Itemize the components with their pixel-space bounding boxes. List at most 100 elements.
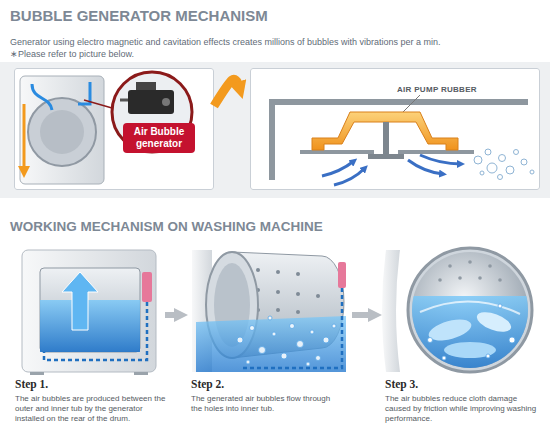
tub-hole-part [296,310,300,314]
step-heading: Step 1. [15,378,163,390]
tub-hole-part [296,292,300,296]
generator-pipe [120,99,128,102]
bubble-part [290,324,295,329]
bubble-part [498,175,503,180]
bubble [474,149,534,180]
washer-foot [30,372,44,375]
generator-port [162,98,170,106]
air-flow-arrow [322,161,354,176]
leader-line [84,100,112,108]
tub-hole-part [256,268,260,272]
pump-schematic [272,95,534,185]
bubble [237,316,336,366]
bubble-part [485,149,491,155]
tub-hole-part [276,270,280,274]
air-flow-arrow [420,155,461,164]
bubble-part [281,353,287,359]
background-band [0,62,550,198]
air-pipe [44,302,147,360]
flow-arrow-head [18,166,30,178]
water [404,296,536,380]
bubble-part [332,324,336,328]
tub-hole-part [458,276,462,280]
step-description: The air bubbles are produced between the… [15,394,167,424]
part-label: Air Bubble generator [123,123,195,153]
bubble-part [480,171,484,175]
section-heading: WORKING MECHANISM ON WASHING MACHINE [10,219,323,234]
drum-front [382,248,536,380]
leader-line [402,95,420,113]
bubble-part [310,330,314,334]
bubble-part [498,304,502,308]
water-swirl [420,301,520,314]
pump-panel: AIR PUMP RUBBER [250,68,540,190]
washer-side-view [22,250,156,375]
tub-hole-part [276,290,280,294]
bubble-part [323,337,329,343]
flow-arrow [214,79,239,106]
washer-foot [134,372,148,375]
bubble-part [509,337,515,343]
tub-hole-part [296,272,300,276]
note-text: ∗Please refer to picture below. [10,49,134,59]
bubble-part [272,332,276,336]
panel-background [250,68,540,190]
bubble-part [442,356,446,360]
bubble-part [530,170,534,174]
description-text: Generator using electro magnetic and cav… [10,37,441,47]
bubble-part [499,155,506,162]
tub-hole [438,260,502,282]
bubble-part [237,337,243,343]
bubble [428,304,516,360]
step-heading: Step 3. [385,378,533,390]
bubble-generator [338,262,346,288]
tub-hole-part [448,264,452,268]
drum-water [404,296,536,380]
step-panel: Step 1. The air bubbles are produced betw… [12,245,165,435]
heading-title: BUBBLE GENERATOR MECHANISM [10,7,268,24]
step-description: The air bubbles reduce cloth damage caus… [385,394,537,424]
washer-cabinet [20,76,104,184]
step-panel: Step 3. The air bubbles reduce cloth dama… [382,245,542,435]
bubble-part [474,156,482,164]
part-label: AIR PUMP RUBBER [397,85,497,94]
panel-background [14,68,214,190]
bubble-part [487,163,497,173]
cloth [426,316,473,345]
washer-cabinet [382,250,400,372]
step-panel: Step 2. The generated air bubbles flow th… [188,245,352,435]
drum-perspective [192,250,346,372]
air-flow-arrow [334,168,365,185]
flow-arrow [23,104,26,168]
bubble-part [428,338,433,343]
drum [28,98,96,166]
bubble-part [506,166,514,174]
bubble-generator [142,272,152,302]
bubble-part [486,354,490,358]
bubble-part [316,356,321,361]
step-heading: Step 2. [191,378,339,390]
cloth [474,308,513,335]
water [196,316,346,372]
tub-hole-part [316,294,320,298]
tub-hole-part [498,278,502,282]
drum-hub [40,110,84,154]
hose [32,84,52,110]
bubble-part [521,159,527,165]
step-arrow [352,312,371,318]
water [40,300,140,352]
bubble-part [246,360,250,364]
air-pipe [240,288,342,368]
bubble-part [259,347,266,354]
bubble-part [306,362,310,366]
step-arrow [165,312,177,318]
tub-hole-part [438,278,442,282]
washer-cabinet [22,250,156,372]
tub-hole-part [488,264,492,268]
bubble-part [268,316,272,320]
step-description: The generated air bubbles flow through t… [191,394,343,414]
pump-housing [272,102,528,180]
generator-panel: Air Bubble generator [14,68,214,190]
bubble-part [514,150,519,155]
